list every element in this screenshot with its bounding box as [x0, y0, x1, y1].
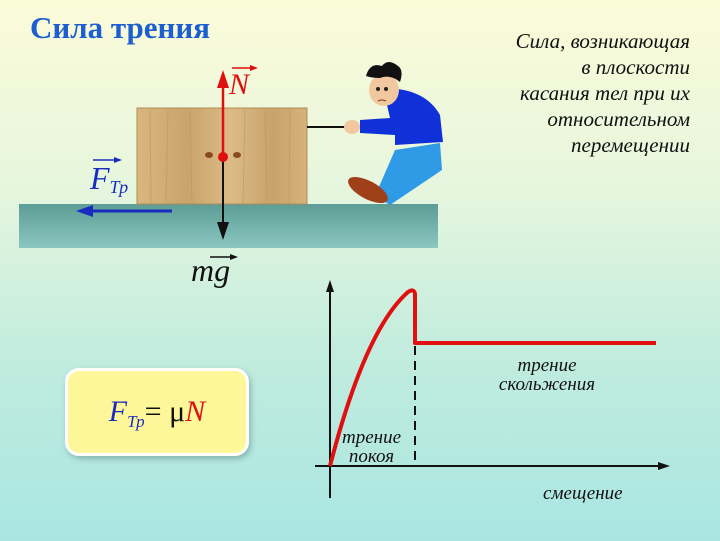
formula-normal: N: [185, 395, 206, 428]
static-label-line: трение: [342, 427, 402, 448]
friction-force-arrow: [76, 205, 172, 217]
formula-force-symbol: F: [108, 395, 128, 428]
friction-label-main: F: [90, 160, 110, 196]
static-friction-label: трение покоя: [342, 428, 401, 466]
gravity-vector-arrow: [217, 157, 229, 240]
definition-line: в плоскости: [581, 55, 690, 79]
x-axis: [315, 462, 670, 470]
sliding-friction-label: трение скольжения: [482, 356, 612, 394]
friction-curve: [328, 288, 656, 467]
definition-line: Сила, возникающая: [515, 29, 690, 53]
formula-equals: =: [144, 395, 162, 428]
friction-vector-overline-icon: [93, 157, 122, 163]
definition-line: касания тел при их: [520, 81, 690, 105]
formula-mu: μ: [169, 395, 186, 428]
friction-force-label: FТр: [90, 160, 128, 197]
formula-box: FТр= μN: [65, 368, 249, 456]
definition-text: Сила, возникающая в плоскости касания те…: [430, 28, 690, 158]
person-pulling-icon: [344, 62, 443, 205]
normal-force-arrow: [217, 70, 229, 162]
definition-line: относительном: [547, 107, 690, 131]
normal-force-label: N: [229, 68, 250, 101]
page-title: Сила трения: [30, 10, 210, 45]
sliding-label-line: скольжения: [498, 374, 596, 395]
gravity-label: mg: [191, 252, 231, 288]
friction-formula: FТр= μN: [108, 395, 206, 431]
x-axis-label: смещение: [543, 483, 623, 504]
definition-line: перемещении: [571, 133, 690, 157]
friction-label-sub: Тр: [109, 177, 129, 197]
formula-subscript: Тр: [127, 412, 145, 431]
gravity-vector-overline-icon: [210, 254, 238, 260]
normal-vector-overline-icon: [232, 65, 258, 71]
sliding-label-line: трение: [517, 355, 577, 376]
static-label-line: покоя: [348, 446, 395, 467]
